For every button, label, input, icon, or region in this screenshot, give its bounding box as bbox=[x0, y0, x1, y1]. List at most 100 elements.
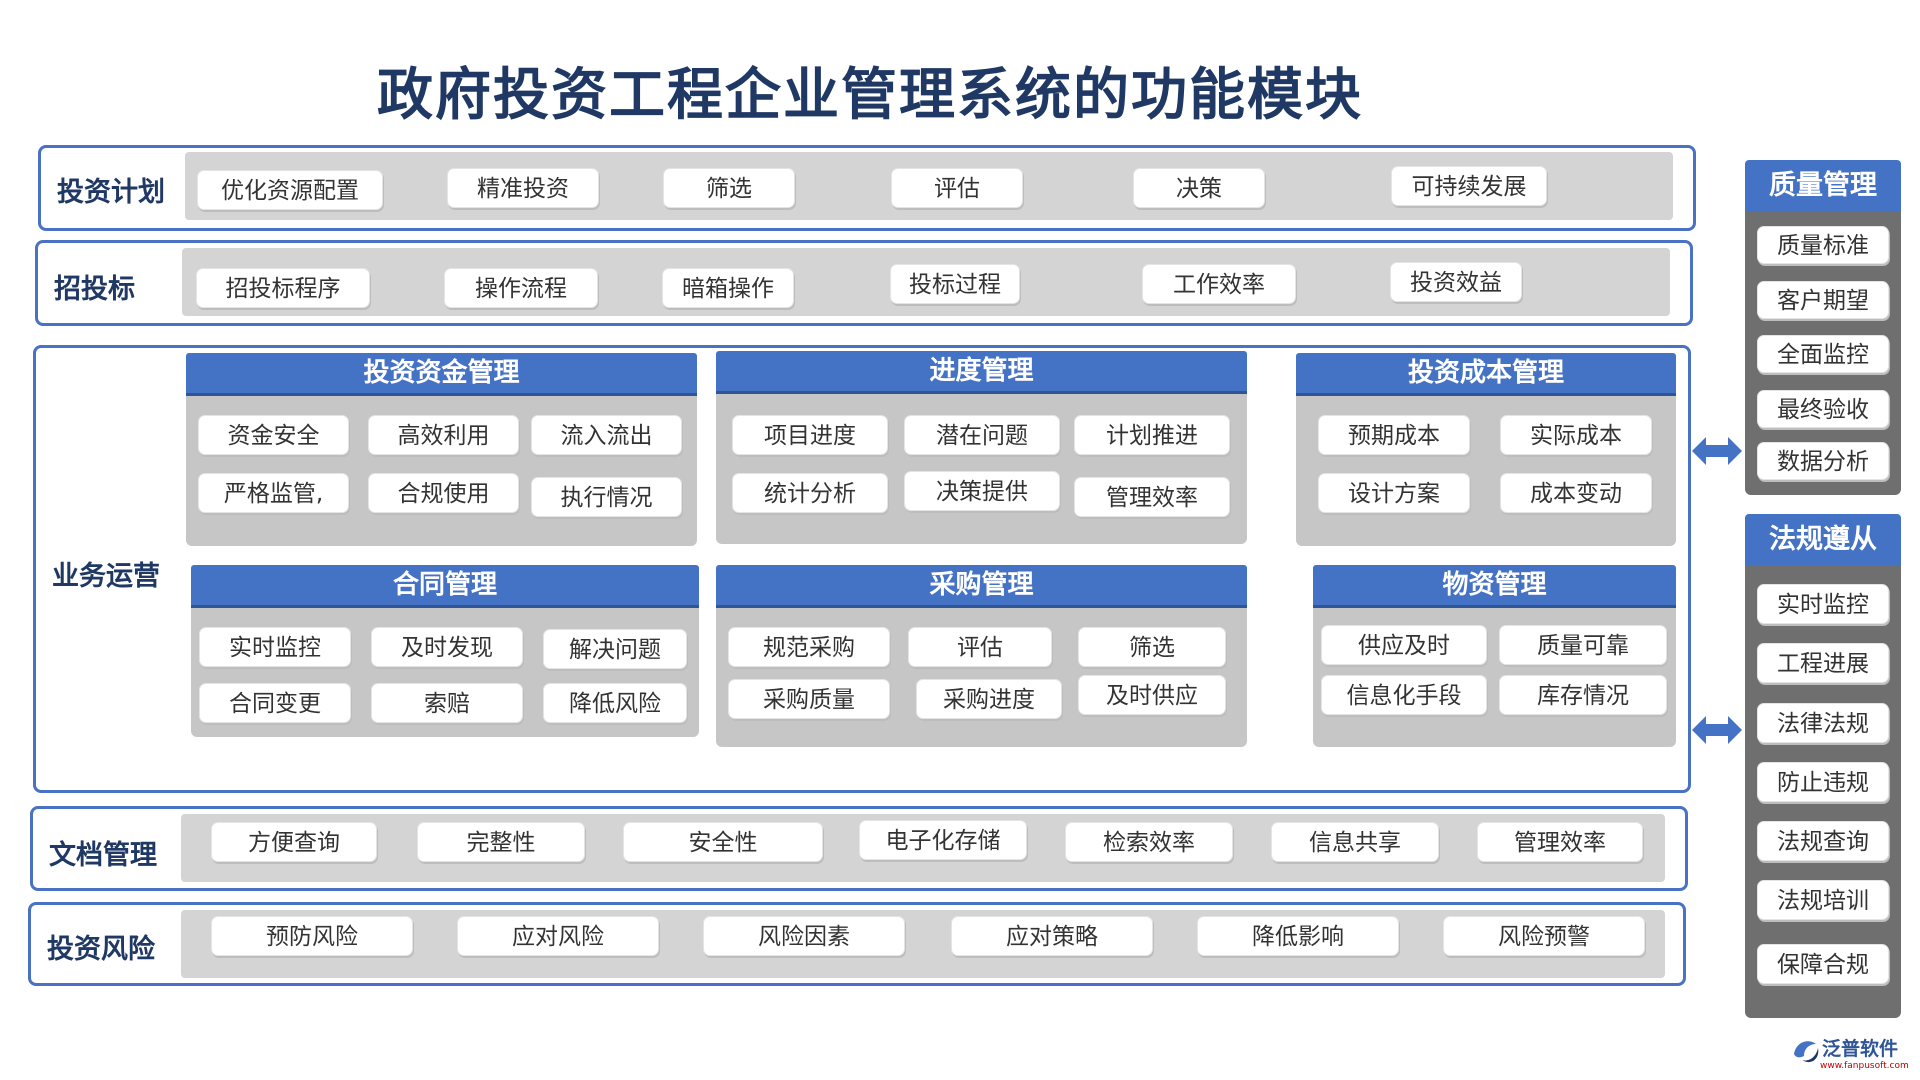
module-material-management: 物资管理 供应及时 质量可靠 信息化手段 库存情况 bbox=[1313, 565, 1676, 747]
item-pill: 采购质量 bbox=[728, 679, 890, 719]
item-pill: 工作效率 bbox=[1142, 264, 1296, 304]
module-title: 采购管理 bbox=[716, 565, 1247, 605]
item-pill: 合同变更 bbox=[199, 683, 351, 723]
item-pill: 管理效率 bbox=[1074, 477, 1230, 517]
item-pill: 法规查询 bbox=[1757, 821, 1889, 861]
item-pill: 质量标准 bbox=[1757, 226, 1889, 264]
row-investment-plan: 投资计划 优化资源配置 精准投资 筛选 评估 决策 可持续发展 bbox=[38, 145, 1696, 231]
panel-title: 质量管理 bbox=[1745, 160, 1901, 212]
module-purchase-management: 采购管理 规范采购 评估 筛选 采购质量 采购进度 及时供应 bbox=[716, 565, 1247, 747]
module-title: 进度管理 bbox=[716, 351, 1247, 391]
item-pill: 实际成本 bbox=[1500, 415, 1652, 455]
item-pill: 法律法规 bbox=[1757, 703, 1889, 743]
item-pill: 计划推进 bbox=[1074, 415, 1230, 455]
panel-regulatory-compliance: 法规遵从 实时监控 工程进展 法律法规 防止违规 法规查询 法规培训 保障合规 bbox=[1745, 514, 1901, 1018]
item-pill: 投标过程 bbox=[890, 264, 1020, 304]
item-pill: 设计方案 bbox=[1318, 473, 1470, 513]
item-pill: 评估 bbox=[908, 627, 1052, 667]
row-label: 文档管理 bbox=[49, 840, 157, 871]
item-pill: 安全性 bbox=[623, 822, 823, 862]
item-pill: 预期成本 bbox=[1318, 415, 1470, 455]
item-pill: 预防风险 bbox=[211, 916, 413, 956]
row-panel: 招投标程序 操作流程 暗箱操作 投标过程 工作效率 投资效益 bbox=[182, 248, 1670, 316]
item-pill: 流入流出 bbox=[531, 415, 682, 455]
item-pill: 供应及时 bbox=[1321, 625, 1487, 665]
item-pill: 合规使用 bbox=[368, 473, 519, 513]
double-arrow-icon bbox=[1692, 716, 1742, 744]
item-pill: 严格监管, bbox=[198, 473, 349, 513]
page-title: 政府投资工程企业管理系统的功能模块 bbox=[377, 63, 1363, 128]
item-pill: 库存情况 bbox=[1499, 675, 1667, 715]
item-pill: 应对风险 bbox=[457, 916, 659, 956]
item-pill: 筛选 bbox=[1078, 627, 1226, 667]
item-pill: 完整性 bbox=[417, 822, 585, 862]
item-pill: 操作流程 bbox=[444, 268, 598, 308]
module-title: 投资成本管理 bbox=[1296, 353, 1676, 393]
item-pill: 法规培训 bbox=[1757, 880, 1889, 920]
svg-text:泛普软件: 泛普软件 bbox=[1822, 1037, 1898, 1060]
item-pill: 筛选 bbox=[663, 168, 795, 208]
module-progress-management: 进度管理 项目进度 潜在问题 计划推进 统计分析 决策提供 管理效率 bbox=[716, 351, 1247, 544]
item-pill: 评估 bbox=[891, 168, 1023, 208]
item-pill: 投资效益 bbox=[1390, 262, 1522, 302]
module-cost-management: 投资成本管理 预期成本 实际成本 设计方案 成本变动 bbox=[1296, 353, 1676, 546]
item-pill: 方便查询 bbox=[211, 822, 377, 862]
row-panel: 方便查询 完整性 安全性 电子化存储 检索效率 信息共享 管理效率 bbox=[181, 814, 1665, 882]
item-pill: 检索效率 bbox=[1065, 822, 1233, 862]
item-pill: 风险因素 bbox=[703, 916, 905, 956]
item-pill: 实时监控 bbox=[1757, 584, 1889, 624]
item-pill: 高效利用 bbox=[368, 415, 519, 455]
item-pill: 最终验收 bbox=[1757, 390, 1889, 428]
row-label: 招投标 bbox=[54, 274, 135, 305]
item-pill: 管理效率 bbox=[1477, 822, 1643, 862]
module-title: 投资资金管理 bbox=[186, 353, 697, 393]
item-pill: 统计分析 bbox=[732, 473, 888, 513]
item-pill: 风险预警 bbox=[1443, 916, 1645, 956]
item-pill: 决策 bbox=[1133, 168, 1265, 208]
item-pill: 索赔 bbox=[371, 683, 523, 723]
row-label: 业务运营 bbox=[52, 561, 160, 592]
item-pill: 降低风险 bbox=[543, 683, 687, 723]
row-label: 投资计划 bbox=[57, 177, 165, 208]
item-pill: 潜在问题 bbox=[904, 415, 1060, 455]
item-pill: 信息化手段 bbox=[1321, 675, 1487, 715]
item-pill: 及时发现 bbox=[371, 627, 523, 667]
item-pill: 保障合规 bbox=[1757, 944, 1889, 984]
row-investment-risk: 投资风险 预防风险 应对风险 风险因素 应对策略 降低影响 风险预警 bbox=[28, 902, 1686, 986]
row-business-operations: 业务运营 投资资金管理 资金安全 高效利用 流入流出 严格监管, 合规使用 执行… bbox=[33, 345, 1691, 793]
item-pill: 资金安全 bbox=[198, 415, 349, 455]
module-contract-management: 合同管理 实时监控 及时发现 解决问题 合同变更 索赔 降低风险 bbox=[191, 565, 699, 737]
item-pill: 招投标程序 bbox=[196, 268, 370, 308]
row-panel: 优化资源配置 精准投资 筛选 评估 决策 可持续发展 bbox=[185, 152, 1673, 220]
module-fund-management: 投资资金管理 资金安全 高效利用 流入流出 严格监管, 合规使用 执行情况 bbox=[186, 353, 697, 546]
item-pill: 精准投资 bbox=[447, 168, 599, 208]
row-document-management: 文档管理 方便查询 完整性 安全性 电子化存储 检索效率 信息共享 管理效率 bbox=[30, 806, 1688, 891]
row-panel: 预防风险 应对风险 风险因素 应对策略 降低影响 风险预警 bbox=[181, 910, 1665, 978]
panel-title: 法规遵从 bbox=[1745, 514, 1901, 566]
item-pill: 质量可靠 bbox=[1499, 625, 1667, 665]
module-title: 物资管理 bbox=[1313, 565, 1676, 605]
item-pill: 防止违规 bbox=[1757, 762, 1889, 802]
module-title: 合同管理 bbox=[191, 565, 699, 605]
item-pill: 规范采购 bbox=[728, 627, 890, 667]
item-pill: 应对策略 bbox=[951, 916, 1153, 956]
item-pill: 项目进度 bbox=[732, 415, 888, 455]
item-pill: 实时监控 bbox=[199, 627, 351, 667]
item-pill: 电子化存储 bbox=[859, 820, 1027, 860]
item-pill: 决策提供 bbox=[904, 471, 1060, 511]
item-pill: 降低影响 bbox=[1197, 916, 1399, 956]
item-pill: 工程进展 bbox=[1757, 643, 1889, 683]
item-pill: 暗箱操作 bbox=[662, 268, 794, 308]
double-arrow-icon bbox=[1692, 437, 1742, 465]
item-pill: 信息共享 bbox=[1271, 822, 1439, 862]
item-pill: 优化资源配置 bbox=[197, 170, 383, 210]
item-pill: 解决问题 bbox=[543, 629, 687, 669]
item-pill: 采购进度 bbox=[916, 679, 1062, 719]
row-bidding: 招投标 招投标程序 操作流程 暗箱操作 投标过程 工作效率 投资效益 bbox=[35, 240, 1693, 326]
svg-text:www.fanpusoft.com: www.fanpusoft.com bbox=[1820, 1061, 1909, 1071]
row-label: 投资风险 bbox=[47, 934, 155, 965]
item-pill: 及时供应 bbox=[1078, 675, 1226, 715]
item-pill: 客户期望 bbox=[1757, 281, 1889, 319]
item-pill: 执行情况 bbox=[531, 477, 682, 517]
panel-quality-management: 质量管理 质量标准 客户期望 全面监控 最终验收 数据分析 bbox=[1745, 160, 1901, 495]
